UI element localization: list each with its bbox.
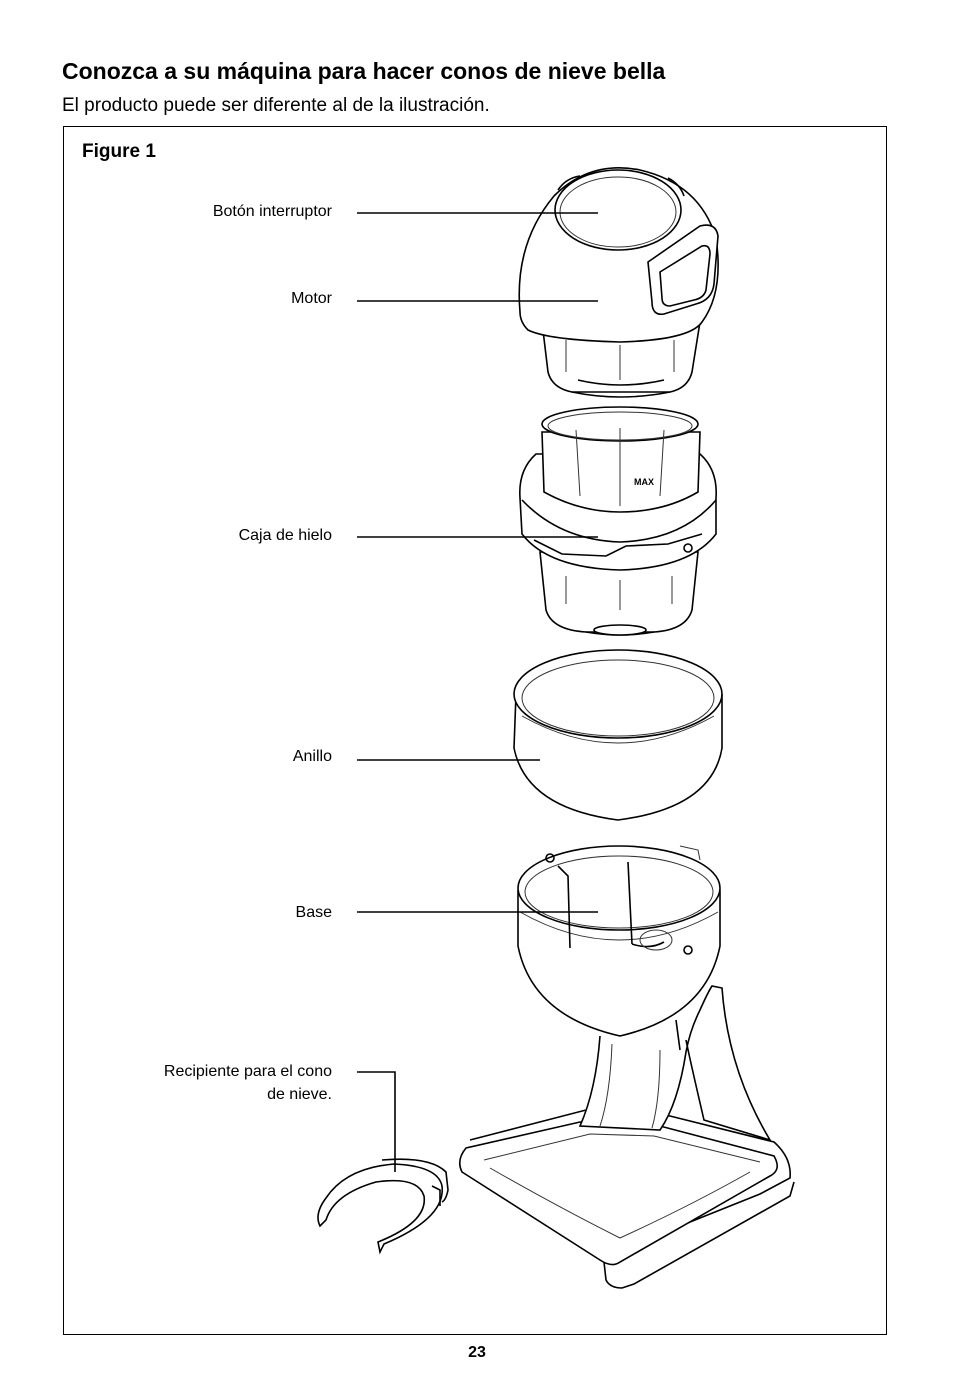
cone-holder-illustration [317, 1158, 449, 1255]
page-number: 23 [468, 1344, 486, 1361]
callout-lines [357, 212, 598, 1172]
callout-cone-holder: Recipiente para el cono de nieve. [164, 1060, 332, 1106]
figure-frame [63, 126, 887, 1335]
callout-switch: Botón interruptor [212, 203, 332, 220]
figure-label: Figure 1 [82, 141, 156, 162]
callout-motor: Motor [291, 290, 332, 307]
callout-cone-holder-line1: Recipiente para el cono [163, 1063, 332, 1080]
callout-cone-holder-line2: de nieve. [267, 1086, 332, 1103]
page-subtitle: El producto puede ser diferente al de la… [62, 95, 490, 116]
motor-illustration [518, 167, 719, 398]
callout-ice-box: Caja de hielo [238, 527, 332, 544]
ice-box-illustration: MAX [519, 406, 717, 636]
base-illustration [458, 845, 795, 1289]
ring-illustration [513, 649, 723, 821]
max-mark: MAX [634, 477, 654, 487]
callout-base: Base [295, 904, 332, 921]
page-title: Conozca a su máquina para hacer conos de… [62, 58, 666, 84]
callout-ring: Anillo [292, 748, 332, 765]
